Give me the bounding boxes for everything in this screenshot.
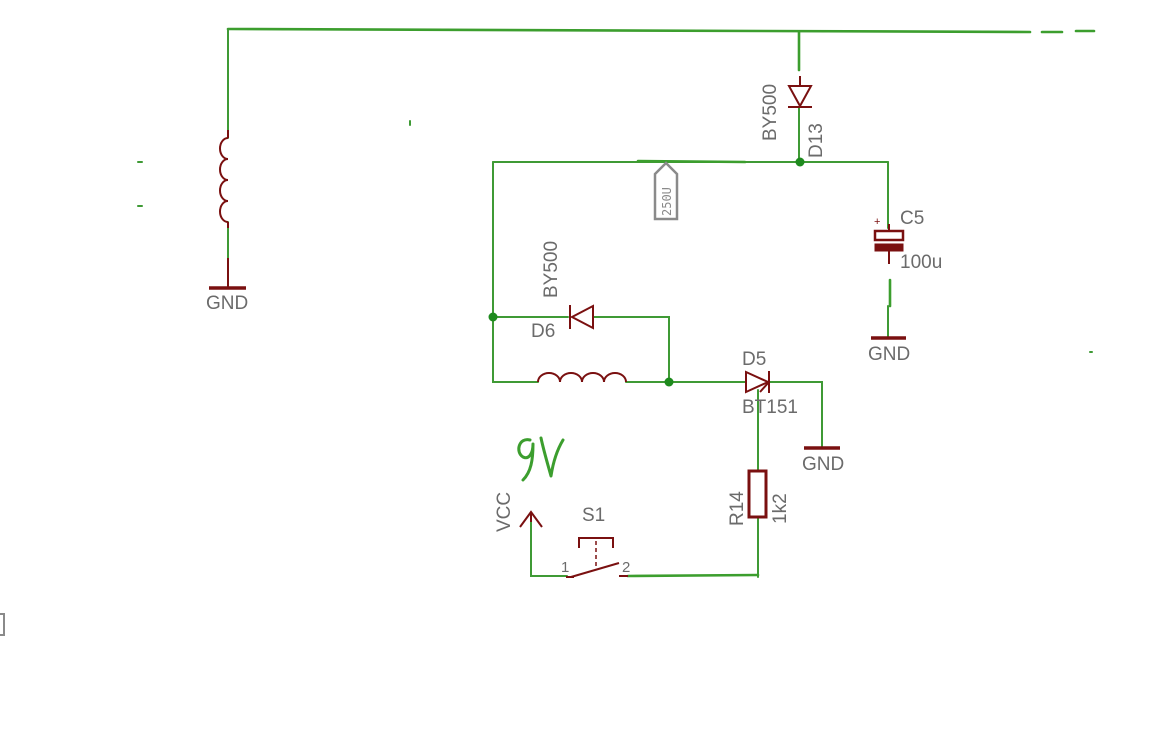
- switch-s1-pin2-label: 2: [622, 559, 630, 576]
- inductor-coil-horizontal-shape: [537, 372, 627, 383]
- resistor-r14: R14 1k2: [727, 469, 791, 526]
- wires: [137, 27, 1096, 578]
- gnd-c5-label: GND: [868, 344, 910, 365]
- capacitor-c5-polarity: +: [874, 216, 880, 228]
- capacitor-c5-plate-top: [873, 229, 905, 242]
- diode-d6: BY500 D6: [531, 241, 594, 342]
- switch-s1-contact: [570, 562, 620, 578]
- top-rail-wire: [226, 27, 1032, 34]
- switch-s1-pin1-label: 1: [561, 559, 569, 576]
- inductor-left-coil: [219, 137, 229, 223]
- net-tag-shape: [653, 161, 679, 221]
- d5-cathode-wire: [769, 381, 823, 449]
- diode-d13-name-label: D13: [806, 123, 827, 158]
- gnd-left: GND: [206, 258, 248, 314]
- diode-d13-triangle: [787, 85, 813, 109]
- vcc-wire: [530, 519, 568, 577]
- handwritten-9v-strokes: [517, 436, 565, 482]
- resistor-r14-body: [747, 469, 768, 519]
- thyristor-d5-triangle: [745, 370, 771, 394]
- d6-right-wire: [593, 316, 670, 383]
- capacitor-c5-plate-bottom: [874, 243, 904, 252]
- node-wire-hand: [636, 159, 747, 164]
- resistor-r14-name-label: R14: [727, 491, 748, 526]
- junctions: [488, 157, 805, 387]
- gnd-d5: GND: [802, 446, 844, 475]
- vcc-label: VCC: [494, 492, 515, 532]
- net-tag-label: 250U: [660, 187, 674, 216]
- switch-right-wire: [626, 573, 760, 578]
- net-tag-250u: 250U: [653, 161, 679, 221]
- gnd-c5: GND: [868, 336, 910, 365]
- gnd-left-label: GND: [206, 293, 248, 314]
- vcc-supply: VCC: [494, 492, 543, 532]
- diode-d13: BY500 D13: [760, 76, 827, 158]
- diode-d6-name-label: D6: [531, 321, 555, 342]
- thyristor-d5-value-label: BT151: [742, 397, 798, 418]
- handwritten-9v-annotation: 9V: [517, 436, 565, 482]
- capacitor-c5: + C5 100u: [873, 208, 942, 273]
- thyristor-d5-gate: [759, 381, 770, 393]
- junction-dot: [488, 312, 498, 322]
- diode-d13-value-label: BY500: [760, 84, 781, 141]
- edge-fragment: [0, 613, 5, 636]
- switch-s1-name-label: S1: [582, 505, 605, 526]
- switch-s1: S1 1 2: [561, 505, 630, 578]
- resistor-r14-value-label: 1k2: [770, 493, 791, 524]
- gnd-d5-label: GND: [802, 454, 844, 475]
- diode-d6-value-label: BY500: [541, 241, 562, 298]
- junction-dot: [664, 377, 674, 387]
- left-loop-wire: [492, 161, 539, 383]
- inductor-left: [219, 130, 229, 228]
- thyristor-d5: D5 BT151: [742, 349, 798, 418]
- thyristor-d5-name-label: D5: [742, 349, 766, 370]
- inductor-coil-horizontal: [537, 372, 627, 383]
- diode-d6-triangle: [569, 304, 594, 330]
- switch-s1-actuator: [578, 537, 614, 548]
- capacitor-c5-value-label: 100u: [900, 252, 942, 273]
- capacitor-c5-name-label: C5: [900, 208, 924, 229]
- junction-dot: [795, 157, 805, 167]
